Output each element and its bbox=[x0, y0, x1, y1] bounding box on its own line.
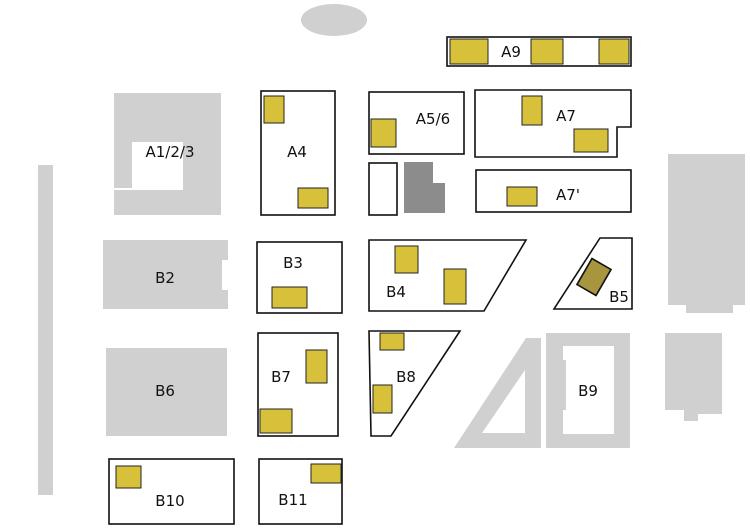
diagonal-structure bbox=[454, 338, 541, 448]
building-b10[interactable]: B10 bbox=[108, 458, 235, 525]
building-b8[interactable]: B8 bbox=[368, 330, 462, 437]
building-b4[interactable]: B4 bbox=[368, 239, 528, 312]
building-b6[interactable]: B6 bbox=[106, 348, 227, 436]
label-b5: B5 bbox=[609, 288, 629, 306]
building-a9[interactable]: A9 bbox=[446, 36, 632, 67]
label-b3: B3 bbox=[283, 254, 303, 272]
label-b9: B9 bbox=[578, 382, 598, 400]
label-a7-prime: A7' bbox=[556, 186, 580, 204]
building-east-tall bbox=[668, 154, 745, 313]
building-a4[interactable]: A4 bbox=[260, 90, 336, 216]
label-a123: A1/2/3 bbox=[146, 143, 195, 161]
label-a7: A7 bbox=[556, 107, 576, 125]
building-a123[interactable]: A1/2/3 bbox=[114, 93, 221, 215]
label-b8: B8 bbox=[396, 368, 416, 386]
building-dark-gray bbox=[404, 162, 445, 213]
label-b10: B10 bbox=[155, 492, 184, 510]
building-b2[interactable]: B2 bbox=[103, 240, 228, 309]
building-a56[interactable]: A5/6 bbox=[368, 91, 465, 155]
label-b2: B2 bbox=[155, 269, 175, 287]
building-b7[interactable]: B7 bbox=[257, 332, 339, 437]
label-a9: A9 bbox=[501, 43, 521, 61]
building-small-white bbox=[368, 162, 398, 216]
oval-structure bbox=[301, 4, 367, 36]
building-b5[interactable]: B5 bbox=[552, 237, 633, 310]
building-b9[interactable]: B9 bbox=[546, 333, 630, 448]
building-a7-prime[interactable]: A7' bbox=[475, 169, 632, 213]
label-b11: B11 bbox=[278, 491, 307, 509]
building-b11[interactable]: B11 bbox=[258, 458, 343, 525]
label-a4: A4 bbox=[287, 143, 307, 161]
label-a56: A5/6 bbox=[416, 110, 450, 128]
label-b7: B7 bbox=[271, 368, 291, 386]
west-strip bbox=[38, 165, 53, 495]
label-b4: B4 bbox=[386, 283, 406, 301]
building-east-lower bbox=[665, 333, 722, 421]
label-b6: B6 bbox=[155, 382, 175, 400]
building-b3[interactable]: B3 bbox=[256, 241, 343, 314]
building-a7[interactable]: A7 bbox=[474, 89, 632, 158]
